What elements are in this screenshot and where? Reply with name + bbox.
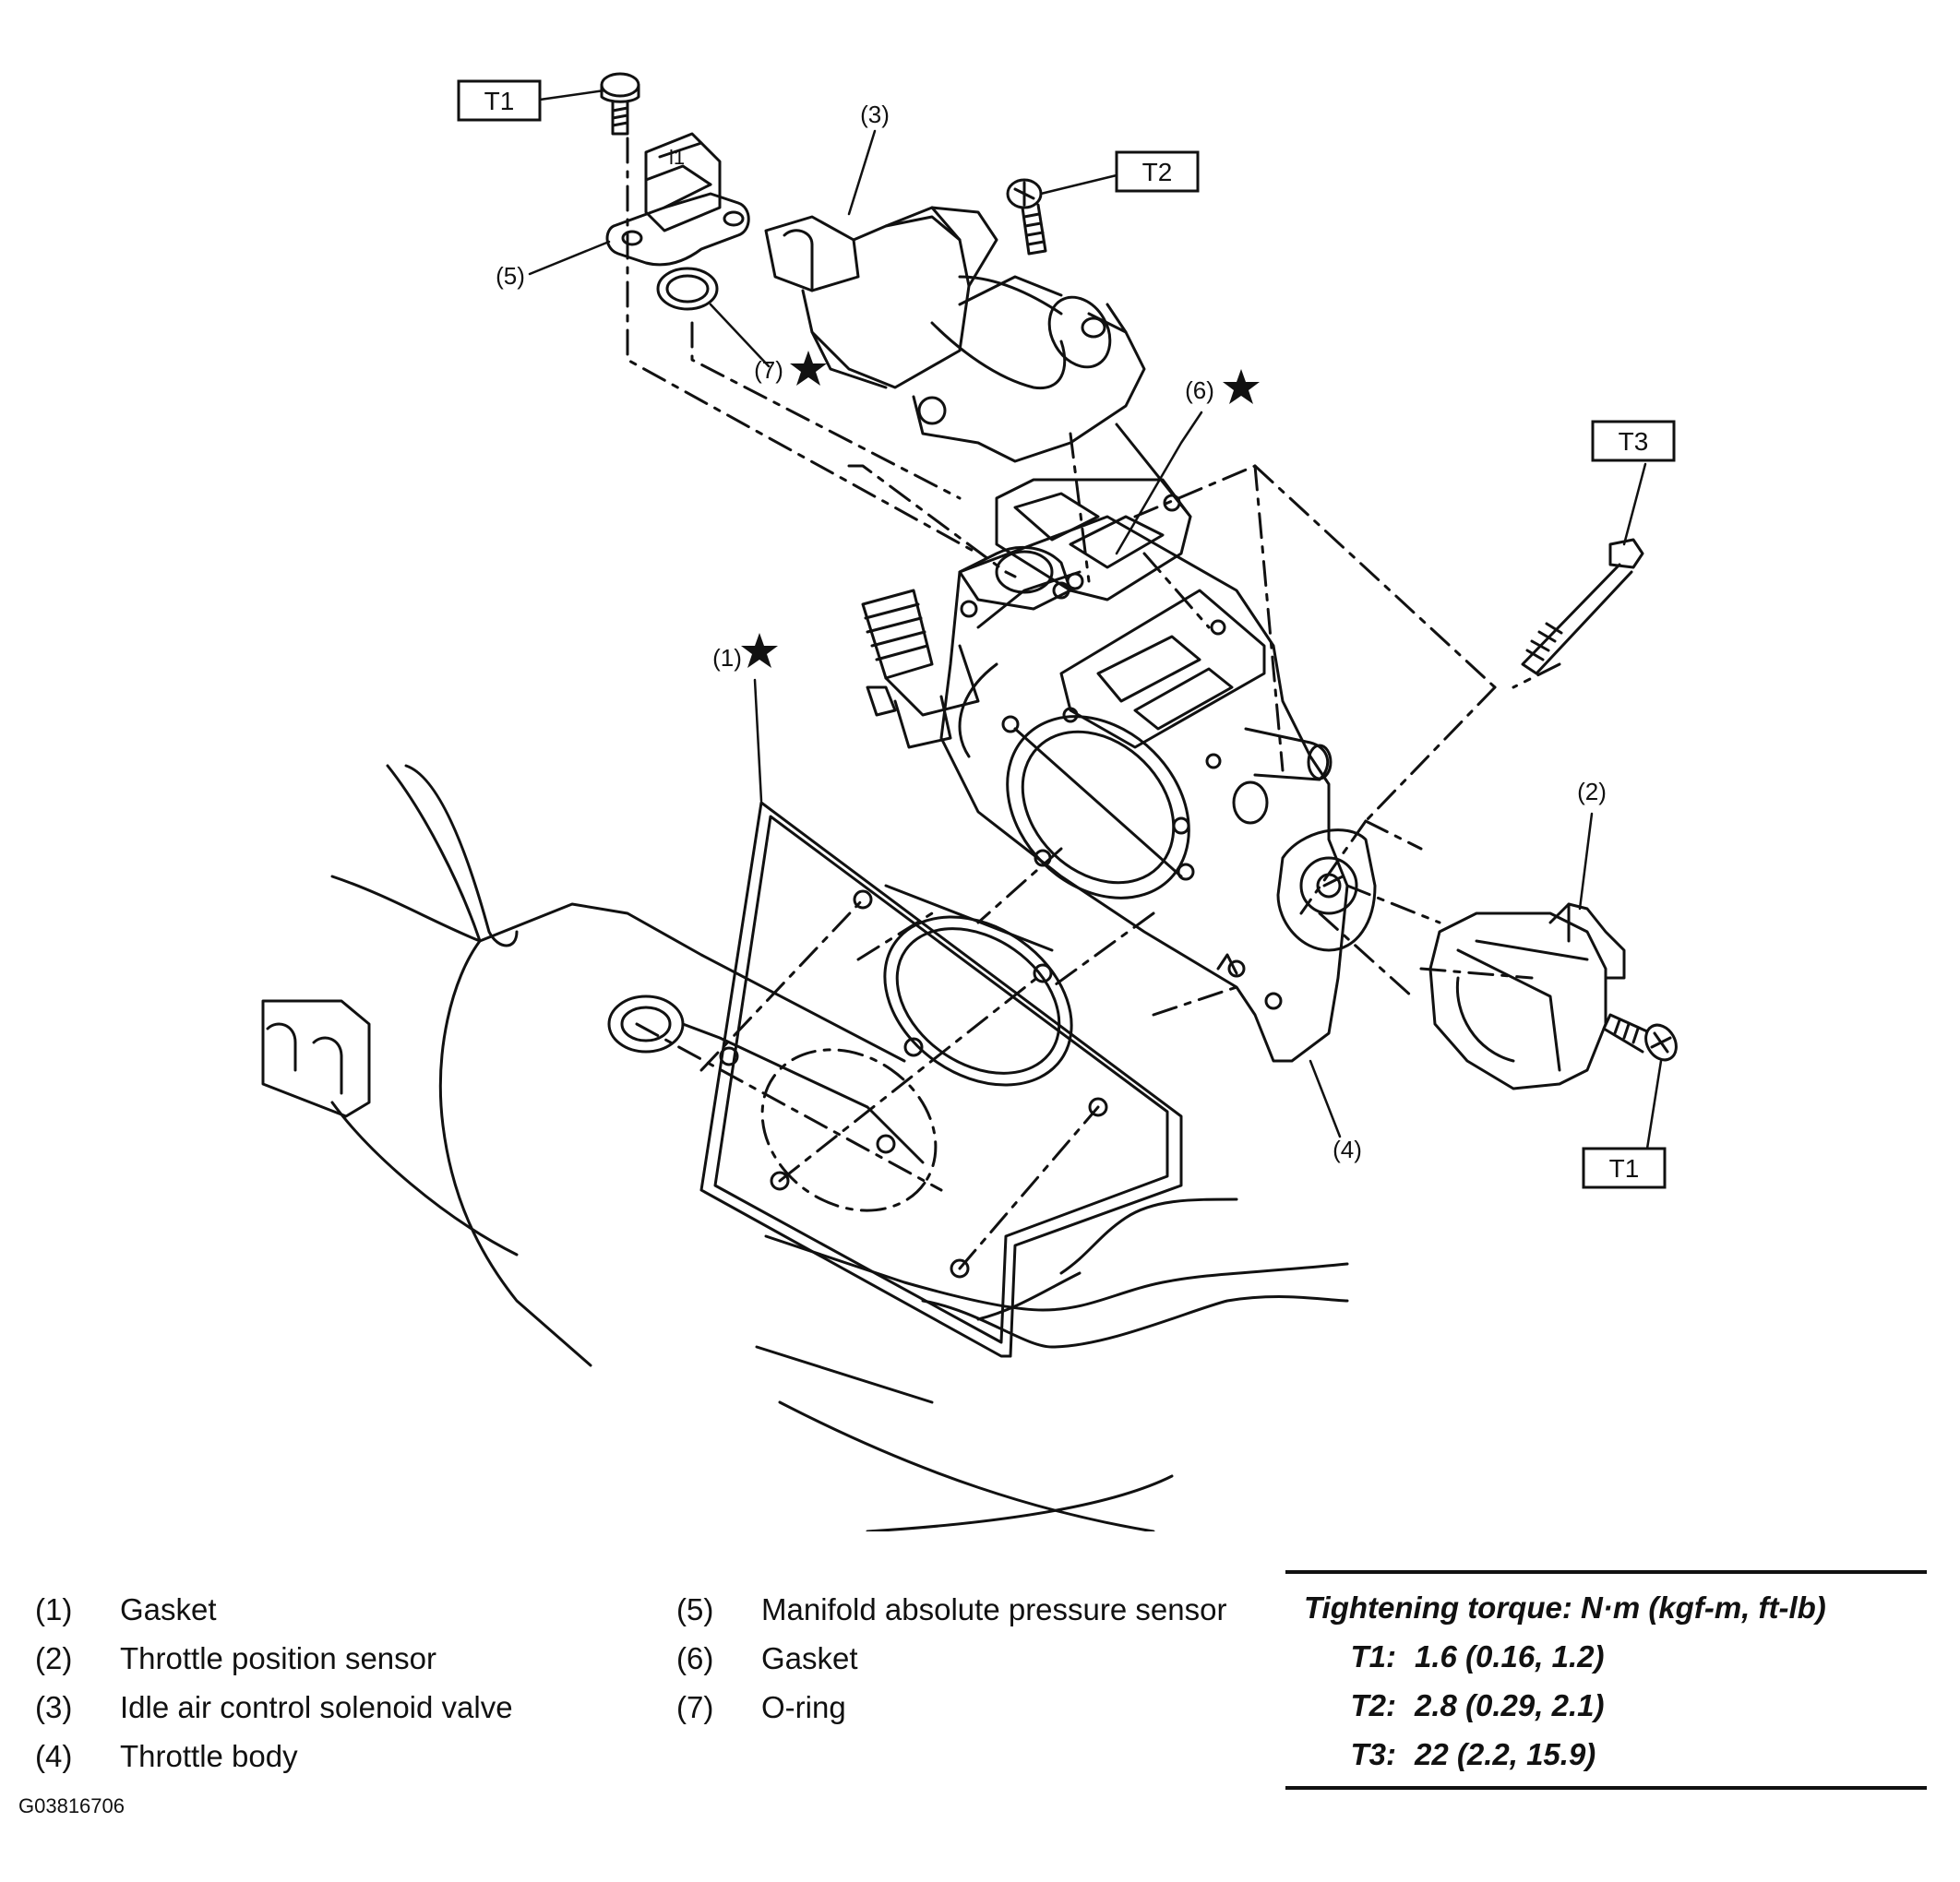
bolt-t1-bottom xyxy=(1602,1013,1678,1062)
legend-label: Manifold absolute pressure sensor xyxy=(761,1592,1227,1626)
svg-text:T1: T1 xyxy=(484,87,515,115)
svg-text:T2: T2 xyxy=(1142,158,1173,186)
legend-num: (6) xyxy=(676,1641,714,1675)
legend-item: (3) Idle air control solenoid valve xyxy=(35,1683,513,1732)
legend-label: Throttle body xyxy=(120,1739,298,1773)
legend-left: (1) Gasket (2) Throttle position sensor (3… xyxy=(35,1585,513,1781)
idle-air-control-valve xyxy=(764,206,1146,463)
label-part-2: (2) xyxy=(1577,778,1607,805)
legend-num: (3) xyxy=(35,1690,73,1724)
callout-t1-top: T1 xyxy=(457,79,542,122)
bolt-t1-top xyxy=(600,72,640,136)
intake-manifold xyxy=(261,764,1349,1531)
callout-t2: T2 xyxy=(1115,150,1200,193)
label-part-7: (7) xyxy=(754,356,783,384)
legend-label: Idle air control solenoid valve xyxy=(120,1690,513,1724)
legend-item: (7) O-ring xyxy=(676,1683,1226,1732)
star-icon xyxy=(1223,369,1260,404)
svg-text:T3: T3 xyxy=(1619,427,1649,456)
torque-value: 1.6 (0.16, 1.2) xyxy=(1415,1639,1605,1674)
label-part-4: (4) xyxy=(1333,1136,1362,1163)
bolt-t2 xyxy=(1006,178,1047,256)
o-ring xyxy=(656,267,719,311)
torque-row: T2: 2.8 (0.29, 2.1) xyxy=(1285,1681,1927,1730)
legend-item: (6) Gasket xyxy=(676,1634,1226,1683)
svg-text:l1: l1 xyxy=(669,146,685,169)
legend-item: (1) Gasket xyxy=(35,1585,513,1634)
torque-value: 22 (2.2, 15.9) xyxy=(1415,1737,1596,1771)
legend-num: (1) xyxy=(35,1592,73,1626)
bolt-t3 xyxy=(1521,538,1644,675)
legend-num: (2) xyxy=(35,1641,73,1675)
label-part-1: (1) xyxy=(712,644,742,672)
leader-lines xyxy=(528,89,1663,1150)
label-part-5: (5) xyxy=(496,262,525,290)
legend-num: (7) xyxy=(676,1690,714,1724)
gasket-1 xyxy=(699,801,1183,1358)
gasket-6 xyxy=(995,423,1192,602)
torque-key: T1: xyxy=(1350,1639,1397,1674)
label-part-3: (3) xyxy=(860,101,890,128)
torque-row: T3: 22 (2.2, 15.9) xyxy=(1285,1730,1927,1779)
throttle-body xyxy=(861,515,1377,1063)
legend-num: (5) xyxy=(676,1592,714,1626)
legend-label: Gasket xyxy=(761,1641,858,1675)
torque-key: T2: xyxy=(1350,1688,1397,1722)
legend-middle: (5) Manifold absolute pressure sensor (6)… xyxy=(676,1585,1226,1732)
svg-text:T1: T1 xyxy=(1609,1154,1640,1183)
torque-title: Tightening torque: N·m (kgf-m, ft-lb) xyxy=(1304,1590,1826,1625)
torque-row: T1: 1.6 (0.16, 1.2) xyxy=(1285,1632,1927,1681)
star-icon xyxy=(741,633,778,668)
legend-label: O-ring xyxy=(761,1690,846,1724)
star-icon xyxy=(790,351,827,386)
torque-value: 2.8 (0.29, 2.1) xyxy=(1415,1688,1605,1722)
legend-item: (4) Throttle body xyxy=(35,1732,513,1781)
map-sensor: l1 xyxy=(605,132,750,267)
torque-table: Tightening torque: N·m (kgf-m, ft-lb) T1… xyxy=(1285,1570,1927,1790)
throttle-position-sensor xyxy=(1428,902,1626,1090)
legend-label: Throttle position sensor xyxy=(120,1641,437,1675)
torque-key: T3: xyxy=(1350,1737,1397,1771)
label-part-6: (6) xyxy=(1185,376,1214,404)
legend-label: Gasket xyxy=(120,1592,217,1626)
figure-id: G03816706 xyxy=(18,1794,125,1817)
callout-t3: T3 xyxy=(1591,420,1676,462)
exploded-parts-diagram: l1 xyxy=(261,72,1678,1531)
projection-lines xyxy=(626,137,1561,1270)
legend-item: (2) Throttle position sensor xyxy=(35,1634,513,1683)
legend-item: (5) Manifold absolute pressure sensor xyxy=(676,1585,1226,1634)
callout-t1-bottom: T1 xyxy=(1582,1147,1667,1189)
legend-num: (4) xyxy=(35,1739,73,1773)
